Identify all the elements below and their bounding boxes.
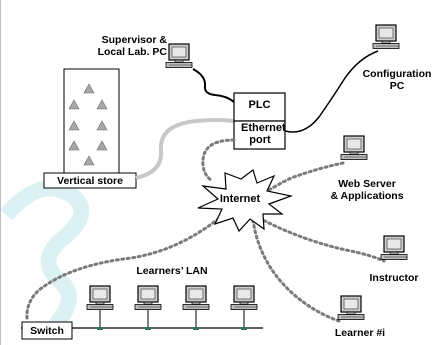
learner-label: Learner #i <box>334 327 386 339</box>
store-slot-3 <box>96 99 108 110</box>
store-slot-2 <box>68 99 80 110</box>
instructor-label: Instructor <box>369 272 419 284</box>
webserver-pc-icon <box>340 135 368 161</box>
store-slot-8 <box>83 155 95 166</box>
configuration-pc-icon <box>372 24 400 50</box>
configuration-label-line1: Configuration <box>362 68 432 80</box>
learner-pc-icon <box>337 295 365 321</box>
lan-pc-3-icon <box>182 285 210 311</box>
supervisor-label-line2: Local Lab. PC <box>97 46 167 58</box>
ethernet-port-label: Ethernet port <box>241 122 286 146</box>
watermark-swirl <box>1 180 90 336</box>
link-webserver-internet <box>267 161 345 192</box>
store-slot-7 <box>96 140 108 151</box>
supervisor-pc-icon <box>165 43 193 69</box>
lan-pc-2-icon <box>134 285 162 311</box>
store-slot-5 <box>96 120 108 131</box>
link-lan-internet <box>25 213 225 320</box>
supervisor-plc-cable <box>192 68 235 103</box>
link-learner-internet <box>251 218 341 323</box>
link-plc-internet <box>201 138 236 182</box>
instructor-pc-icon <box>380 235 408 261</box>
switch-box <box>21 321 73 340</box>
supervisor-label: Supervisor & Local Lab. PC <box>73 34 167 58</box>
store-slot-6 <box>68 140 80 151</box>
config-plc-cable <box>284 50 379 133</box>
store-plc-cable <box>135 118 235 180</box>
internet-cloud <box>197 169 294 233</box>
plc-box <box>233 92 286 150</box>
vertical-store-label: Vertical store <box>57 175 123 187</box>
link-instructor-internet <box>257 216 386 263</box>
switch-label: Switch <box>30 325 64 337</box>
configuration-label-line2: PC <box>389 80 405 92</box>
supervisor-label-line1: Supervisor & <box>101 34 167 46</box>
internet-links <box>25 138 386 323</box>
lan-pc-4-icon <box>230 285 258 311</box>
vertical-store <box>43 68 137 189</box>
webserver-label: Web Server & Applications <box>313 178 421 202</box>
internet-label: Internet <box>219 193 261 205</box>
lan-pc-1-icon <box>86 285 114 311</box>
webserver-label-line1: Web Server <box>338 178 396 190</box>
webserver-label-line2: & Applications <box>330 190 404 202</box>
store-slot-4 <box>68 120 80 131</box>
plc-label: PLC <box>248 99 271 111</box>
store-slot-1 <box>83 83 95 94</box>
lan-label: Learners’ LAN <box>136 265 208 277</box>
configuration-label: Configuration PC <box>356 68 438 92</box>
